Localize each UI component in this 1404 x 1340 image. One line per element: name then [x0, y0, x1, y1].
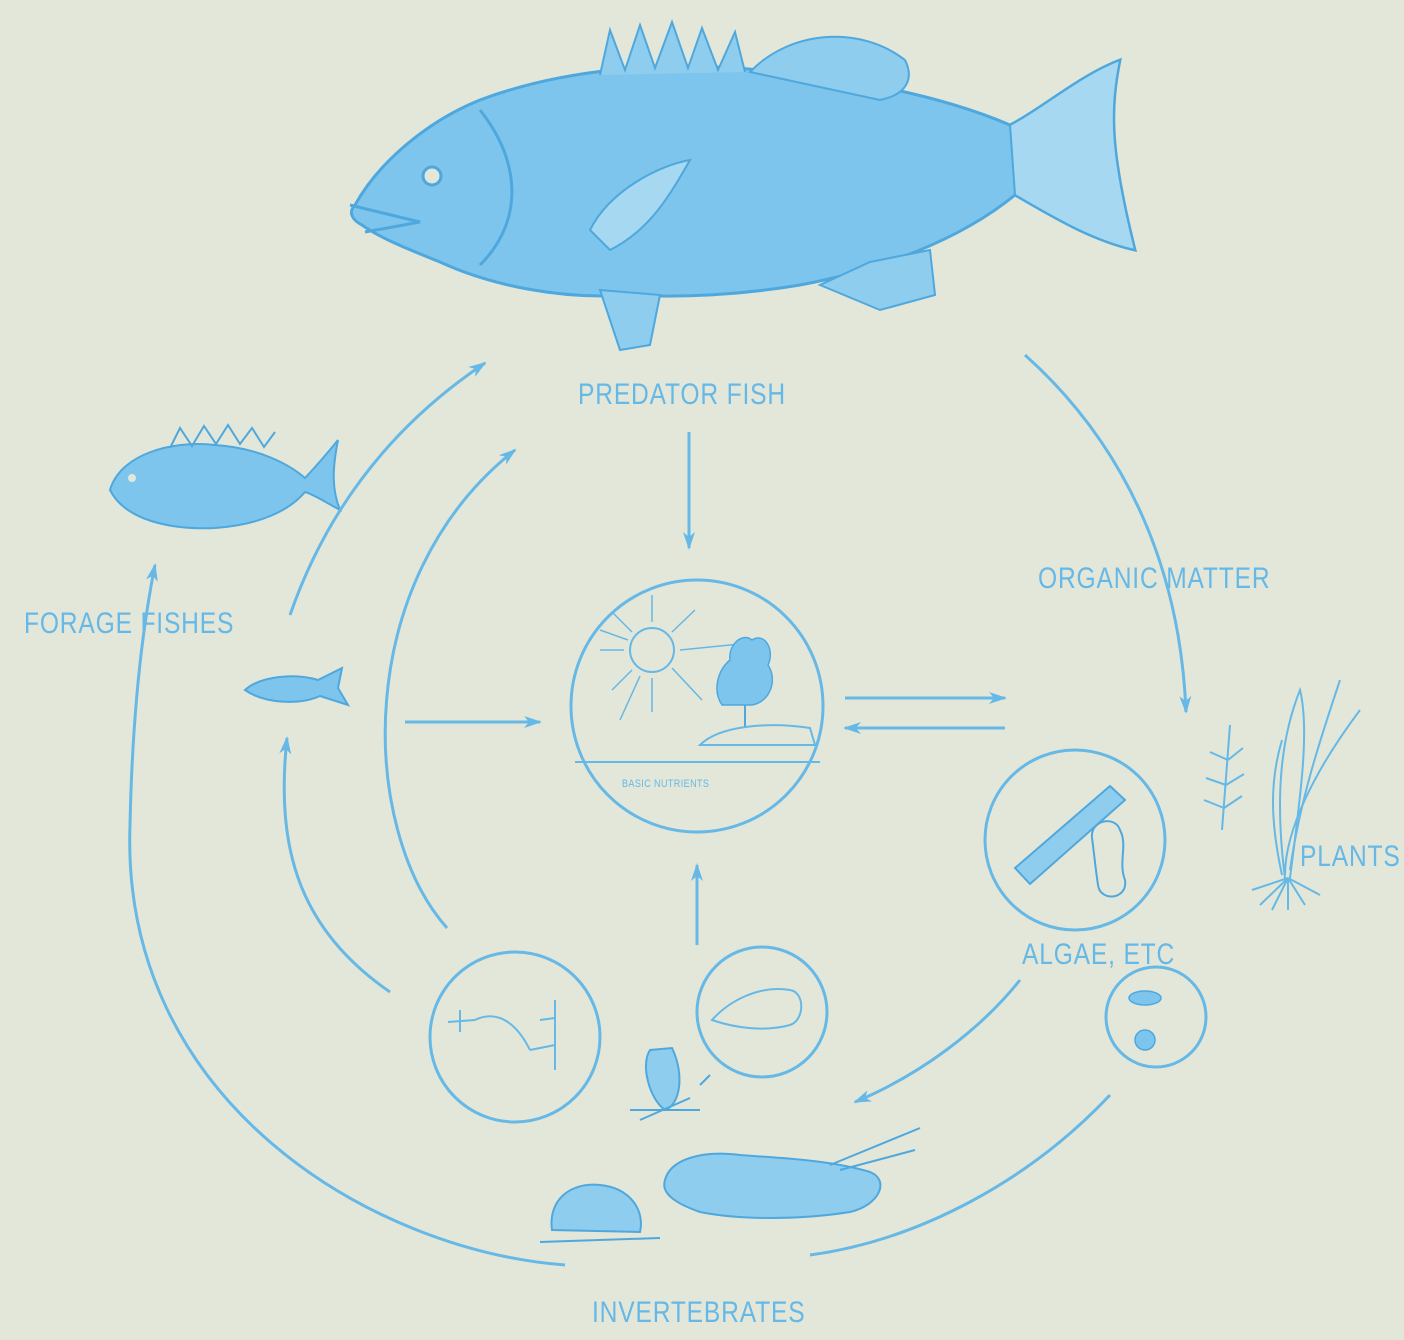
- label-plants: PLANTS: [1300, 840, 1401, 874]
- algae-icon: [985, 750, 1165, 930]
- arrow-insect-to-predator: [385, 450, 515, 928]
- protozoa-icon: [697, 947, 827, 1077]
- insect-larva-icon: [430, 952, 600, 1122]
- basic-nutrients-circle: [571, 580, 823, 832]
- label-forage-fishes: FORAGE FISHES: [24, 607, 234, 641]
- label-invertebrates: INVERTEBRATES: [592, 1296, 805, 1330]
- label-basic-nutrients: BASIC NUTRIENTS: [622, 778, 709, 790]
- arrow-insect-to-minnow: [284, 738, 390, 992]
- label-algae: ALGAE, ETC: [1022, 938, 1175, 972]
- sunfish-icon: [110, 425, 340, 528]
- sun-tree-icon: [600, 595, 815, 745]
- arrow-invertebrates-to-forage: [130, 565, 565, 1265]
- aquatic-plants-icon: [1204, 680, 1360, 910]
- crayfish-icon: [664, 1128, 920, 1218]
- arrow-predator-to-organic: [1025, 355, 1186, 712]
- arrow-algae-to-invertebrates: [855, 980, 1020, 1102]
- label-organic-matter: ORGANIC MATTER: [1038, 562, 1270, 596]
- small-algae-icon: [1106, 967, 1206, 1067]
- snail-icon: [540, 1185, 660, 1242]
- minnow-icon: [245, 668, 348, 705]
- label-predator-fish: PREDATOR FISH: [578, 378, 786, 412]
- dragonfly-larva-icon: [630, 1048, 710, 1120]
- bass-fish-icon: [350, 22, 1135, 350]
